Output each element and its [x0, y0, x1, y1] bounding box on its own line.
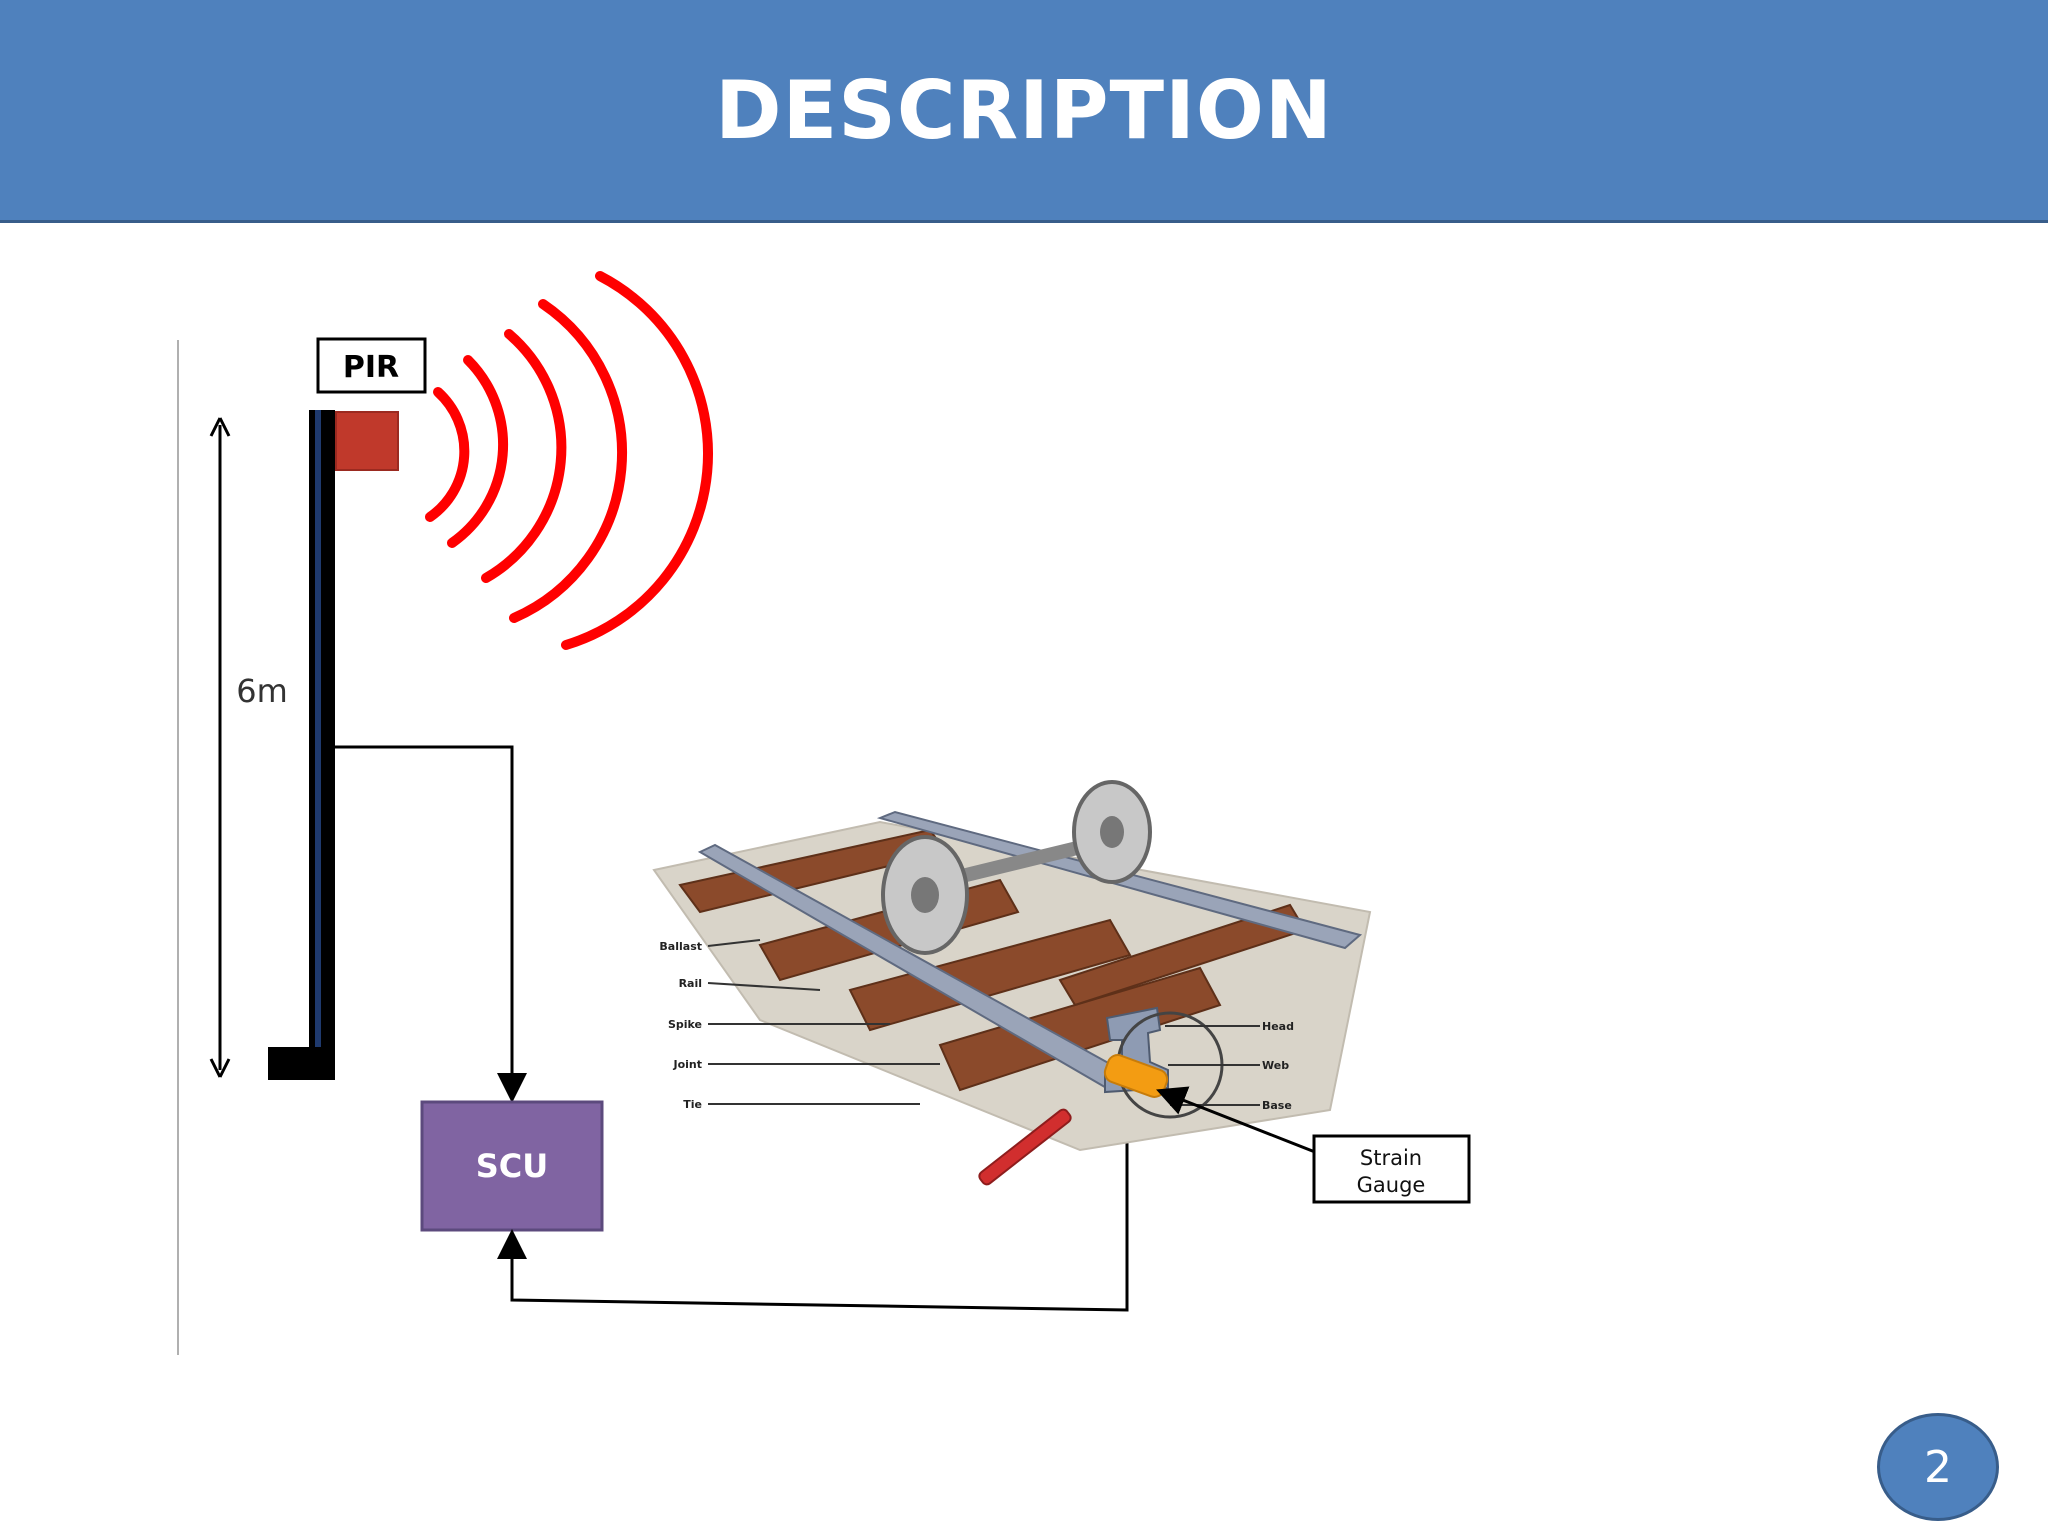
sensor-pole [268, 410, 335, 1080]
track-labels-left: Ballast Rail Spike Joint Tie [659, 940, 702, 1111]
scu-box [420, 1100, 604, 1232]
scu-label: SCU [476, 1147, 549, 1185]
track-label-spike: Spike [668, 1018, 702, 1031]
page-number-badge: 2 [1877, 1413, 1999, 1521]
height-label: 6m [236, 672, 288, 710]
track-label-base: Base [1262, 1099, 1292, 1112]
strain-gauge-label-box [1312, 1134, 1471, 1204]
pir-sensor [335, 411, 399, 471]
pir-label: PIR [343, 350, 399, 385]
track-label-tie: Tie [683, 1098, 702, 1111]
track-label-ballast: Ballast [659, 940, 702, 953]
signal-waves [425, 271, 714, 650]
strain-gauge-label-line2: Gauge [1357, 1173, 1426, 1197]
track-label-joint: Joint [672, 1058, 702, 1071]
pole-to-scu-wire [335, 745, 527, 1103]
railway-track-illustration [652, 780, 1372, 1186]
track-label-head: Head [1262, 1020, 1294, 1033]
strain-gauge-label-line1: Strain [1360, 1146, 1422, 1170]
title-bar: DESCRIPTION [0, 0, 2048, 223]
height-dimension-arrow [209, 417, 231, 1078]
slide-title: DESCRIPTION [715, 63, 1333, 157]
track-label-web: Web [1262, 1059, 1289, 1072]
track-labels-right: Head Web Base [1262, 1020, 1294, 1112]
pir-label-box [316, 337, 427, 394]
strain-gauge-pointer [1156, 1086, 1316, 1154]
track-label-rail: Rail [679, 977, 702, 990]
gauge-to-scu-wire [497, 1095, 1129, 1312]
